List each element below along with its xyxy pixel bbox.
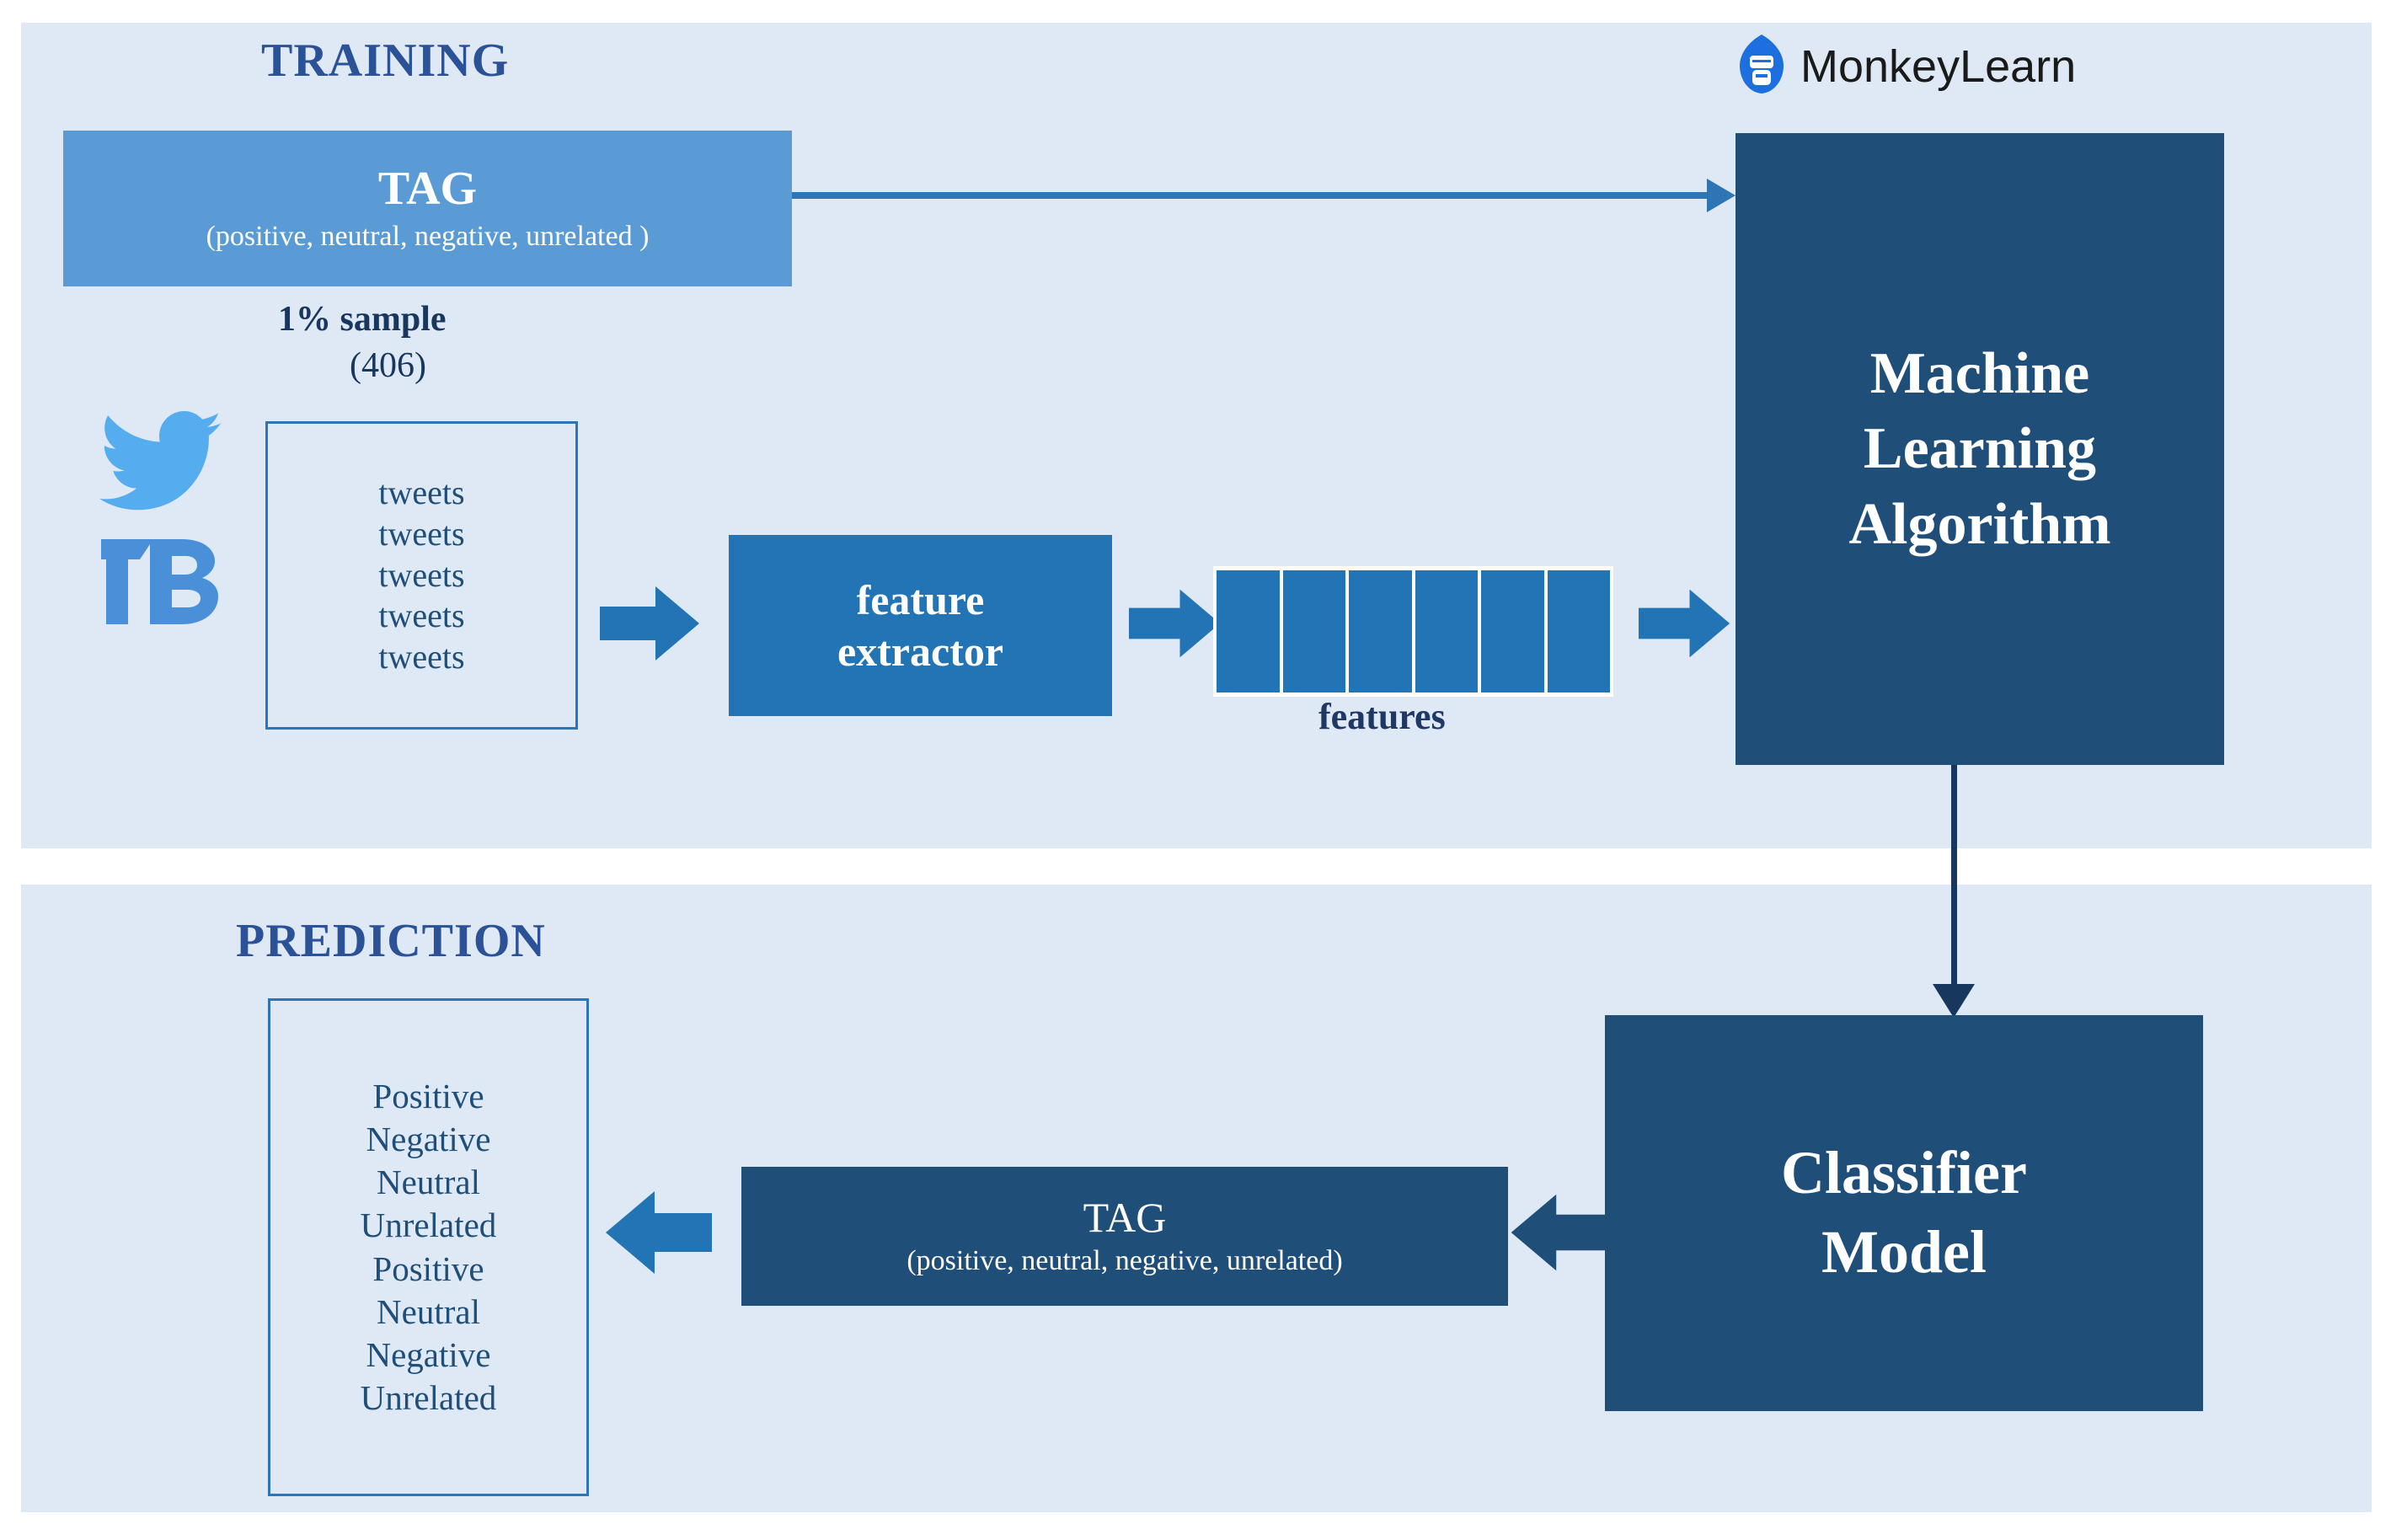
tweets-sample-box: tweets tweets tweets tweets tweets: [265, 421, 578, 730]
classifier-model-box: Classifier Model: [1605, 1015, 2203, 1411]
feature-cell: [1415, 570, 1478, 692]
prediction-line: Negative: [366, 1119, 491, 1158]
features-vector: [1213, 566, 1613, 697]
ml-line1: Machine: [1869, 340, 2090, 406]
feature-cell: [1349, 570, 1412, 692]
prediction-line: Unrelated: [360, 1206, 497, 1245]
machine-learning-algorithm-box: Machine Learning Algorithm: [1735, 133, 2224, 765]
training-tag-title: TAG: [377, 163, 478, 216]
training-section-title: TRAINING: [261, 35, 510, 87]
prediction-line: Positive: [372, 1076, 484, 1115]
sample-count-label: (406): [350, 346, 426, 385]
arrow-tag-to-ml-line: [792, 192, 1710, 199]
arrow-tweets-to-extractor: [600, 581, 701, 670]
tweet-line: tweets: [378, 596, 465, 635]
feature-cell: [1282, 570, 1345, 692]
twitter-bird-icon: [99, 411, 222, 512]
tweet-line: tweets: [378, 514, 465, 553]
classifier-line1: Classifier: [1781, 1139, 2027, 1207]
prediction-tag-subtitle: (positive, neutral, negative, unrelated): [907, 1244, 1343, 1276]
arrow-ml-to-classifier-head: [1933, 984, 1975, 1018]
feature-cell: [1217, 570, 1280, 692]
monkeylearn-label: MonkeyLearn: [1800, 40, 2077, 92]
prediction-tag-box: TAG (positive, neutral, negative, unrela…: [741, 1167, 1508, 1306]
tweet-line: tweets: [378, 555, 465, 594]
feature-extractor-line1: feature: [856, 575, 985, 623]
feature-cell: [1481, 570, 1544, 692]
prediction-line: Positive: [372, 1249, 484, 1288]
classifier-line2: Model: [1821, 1218, 1987, 1286]
prediction-tag-title: TAG: [1083, 1194, 1167, 1242]
tb-logo-icon: [99, 537, 222, 626]
ml-line3: Algorithm: [1848, 491, 2111, 557]
feature-cell: [1547, 570, 1610, 692]
prediction-results-box: Positive Negative Neutral Unrelated Posi…: [268, 998, 589, 1496]
feature-extractor-line2: extractor: [837, 627, 1004, 675]
arrow-ml-to-classifier-line: [1951, 765, 1957, 992]
feature-extractor-box: feature extractor: [729, 535, 1112, 716]
arrow-tag-to-results: [602, 1186, 712, 1283]
arrow-extractor-to-features: [1129, 581, 1222, 670]
arrow-classifier-to-tag: [1508, 1186, 1609, 1283]
prediction-line: Negative: [366, 1335, 491, 1374]
tweet-line: tweets: [378, 473, 465, 511]
prediction-line: Neutral: [377, 1291, 480, 1331]
prediction-line: Neutral: [377, 1163, 480, 1201]
features-label: features: [1318, 696, 1446, 737]
training-tag-box: TAG (positive, neutral, negative, unrela…: [63, 131, 792, 286]
monkeylearn-logo-icon: [1738, 34, 1785, 99]
prediction-line: Unrelated: [360, 1378, 497, 1418]
ml-line2: Learning: [1863, 416, 2097, 482]
tweet-line: tweets: [378, 638, 465, 676]
arrow-features-to-ml: [1639, 581, 1731, 670]
sample-percentage-label: 1% sample: [278, 300, 447, 339]
training-tag-subtitle: (positive, neutral, negative, unrelated …: [206, 220, 650, 252]
monkeylearn-brand: MonkeyLearn: [1738, 34, 2076, 99]
prediction-section-title: PREDICTION: [236, 915, 546, 967]
arrow-tag-to-ml-head: [1707, 179, 1735, 212]
